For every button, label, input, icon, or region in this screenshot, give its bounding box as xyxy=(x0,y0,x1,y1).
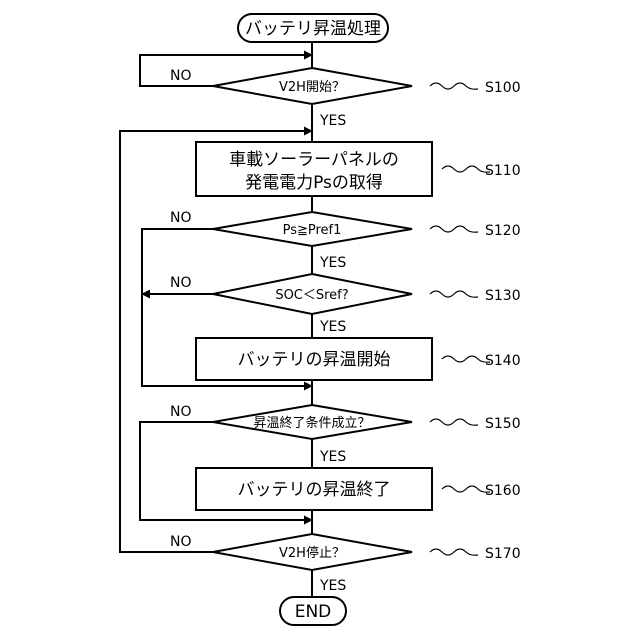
decision-s150-text: 昇温終了条件成立？ xyxy=(253,415,370,431)
end-terminal: END xyxy=(280,597,346,625)
step-id-s160: S160 xyxy=(485,483,521,499)
leader-s150 xyxy=(430,419,478,425)
decision-s150: 昇温終了条件成立？ xyxy=(213,405,412,439)
yes-label-s150: YES xyxy=(319,449,346,465)
start-label: バッテリ昇温処理 xyxy=(245,19,381,39)
step-id-s120: S120 xyxy=(485,223,521,239)
no-label-s120: NO xyxy=(170,210,192,226)
leader-s110 xyxy=(442,166,490,172)
no-label-s170: NO xyxy=(170,534,192,550)
step-id-s130: S130 xyxy=(485,288,521,304)
process-s160-text: バッテリの昇温終了 xyxy=(238,480,391,500)
leader-s120 xyxy=(430,226,478,232)
leader-s100 xyxy=(430,83,478,89)
leader-s160 xyxy=(442,486,490,492)
step-id-s140: S140 xyxy=(485,353,521,369)
connectors xyxy=(120,42,312,597)
process-s160: バッテリの昇温終了 xyxy=(196,468,432,510)
process-s140: バッテリの昇温開始 xyxy=(196,338,432,380)
step-id-s110: S110 xyxy=(485,163,521,179)
decision-s100-text: V2H開始？ xyxy=(279,80,345,95)
process-s140-text: バッテリの昇温開始 xyxy=(238,350,391,370)
end-label: END xyxy=(295,602,332,622)
step-id-s170: S170 xyxy=(485,546,521,562)
yes-label-s120: YES xyxy=(319,255,346,271)
decision-s120: Ps≧Pref1 xyxy=(213,212,412,246)
decision-s170: V2H停止？ xyxy=(213,534,412,570)
decision-s100: V2H開始？ xyxy=(213,68,412,104)
leader-s170 xyxy=(430,549,478,555)
step-leaders: S100 S110 S120 S130 S140 S150 S160 S170 xyxy=(430,80,521,562)
yes-label-s100: YES xyxy=(319,113,346,129)
no-label-s100: NO xyxy=(170,68,192,84)
decision-s130-text: SOC＜Sref? xyxy=(275,288,348,303)
yes-label-s130: YES xyxy=(319,319,346,335)
decision-s170-text: V2H停止？ xyxy=(279,545,345,561)
leader-s140 xyxy=(442,356,490,362)
step-id-s100: S100 xyxy=(485,80,521,96)
process-s110: 車載ソーラーパネルの 発電電力Psの取得 xyxy=(196,142,432,196)
no-label-s150: NO xyxy=(170,404,192,420)
yes-label-s170: YES xyxy=(319,578,346,594)
no-label-s130: NO xyxy=(170,275,192,291)
decision-s120-text: Ps≧Pref1 xyxy=(283,223,342,238)
decision-s130: SOC＜Sref? xyxy=(213,274,412,314)
process-s110-line1: 車載ソーラーパネルの xyxy=(229,150,399,170)
start-terminal: バッテリ昇温処理 xyxy=(238,14,388,42)
leader-s130 xyxy=(430,291,478,297)
process-s110-line2: 発電電力Psの取得 xyxy=(245,173,383,193)
step-id-s150: S150 xyxy=(485,416,521,432)
